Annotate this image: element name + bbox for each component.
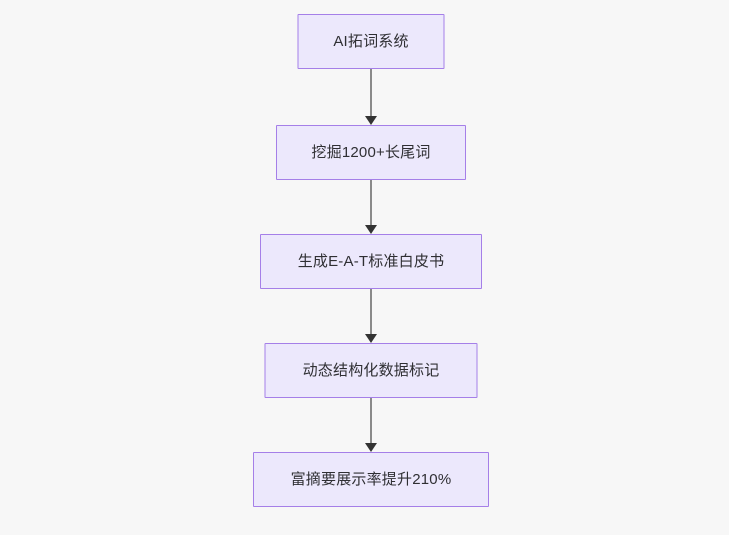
- edge-line: [370, 289, 372, 334]
- flow-node-label: 挖掘1200+长尾词: [311, 144, 431, 161]
- flow-node-label: AI拓词系统: [333, 33, 409, 50]
- arrowhead-down-icon: [365, 443, 377, 452]
- flow-node-mine-longtail-keywords[interactable]: 挖掘1200+长尾词: [276, 125, 466, 180]
- flow-node-label: 富摘要展示率提升210%: [290, 471, 452, 488]
- edge-line: [370, 180, 372, 225]
- flow-edge-1: [361, 69, 381, 125]
- flow-node-dynamic-structured-data-markup[interactable]: 动态结构化数据标记: [264, 343, 478, 398]
- arrowhead-down-icon: [365, 225, 377, 234]
- arrowhead-down-icon: [365, 334, 377, 343]
- arrowhead-down-icon: [365, 116, 377, 125]
- edge-line: [370, 398, 372, 443]
- flow-node-label: 动态结构化数据标记: [302, 362, 440, 379]
- flow-node-label: 生成E-A-T标准白皮书: [297, 253, 445, 270]
- flow-edge-4: [361, 398, 381, 452]
- flow-edge-2: [361, 180, 381, 234]
- flow-node-rich-snippet-impression-lift[interactable]: 富摘要展示率提升210%: [253, 452, 489, 507]
- flow-edge-3: [361, 289, 381, 343]
- flow-node-generate-eat-whitepaper[interactable]: 生成E-A-T标准白皮书: [260, 234, 482, 289]
- edge-line: [370, 69, 372, 116]
- flow-node-ai-keyword-system[interactable]: AI拓词系统: [297, 14, 445, 69]
